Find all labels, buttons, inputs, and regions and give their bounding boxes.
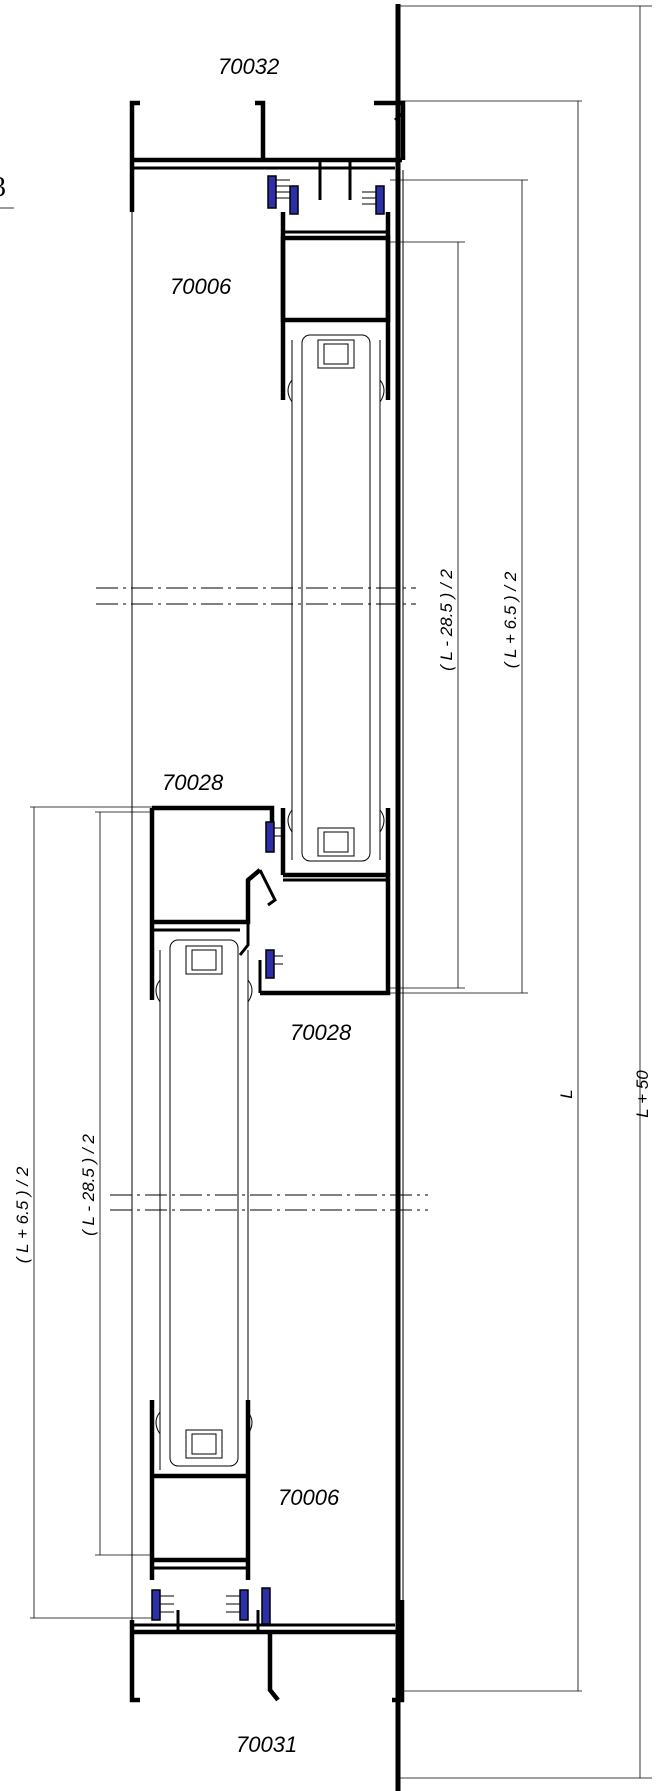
label-bottom-frame: 70031 — [236, 1732, 297, 1757]
interlock-seals — [265, 821, 283, 979]
bottom-sash-profile — [149, 1400, 251, 1580]
label-bottom-sash: 70006 — [278, 1485, 340, 1510]
dim-text-left-outer: ( L + 6.5 ) / 2 — [13, 1166, 32, 1263]
bottom-seals — [151, 1587, 271, 1625]
interlock-lower-profile — [258, 808, 391, 996]
dim-text-overall: L — [557, 1089, 576, 1098]
label-interlock-upper: 70028 — [162, 770, 224, 795]
dim-text-overall-plus: L + 50 — [633, 1070, 652, 1118]
bottom-glass-unit — [155, 939, 253, 1470]
dim-text-right-glass: ( L - 28.5 ) / 2 — [437, 569, 456, 671]
top-sash-profile — [280, 212, 391, 400]
dim-text-right-inner: ( L + 6.5 ) / 2 — [501, 571, 520, 668]
top-glass-unit — [287, 334, 385, 862]
dim-text-left-glass: ( L - 28.5 ) / 2 — [79, 1134, 98, 1236]
label-top-frame: 70032 — [218, 54, 279, 79]
label-top-sash: 70006 — [170, 274, 232, 299]
top-frame-profile — [129, 100, 406, 212]
label-interlock-lower: 70028 — [290, 1020, 352, 1045]
top-seals — [267, 175, 385, 215]
bottom-frame-profile — [129, 1600, 405, 1703]
edge-fragment-text: 3 — [0, 172, 6, 203]
